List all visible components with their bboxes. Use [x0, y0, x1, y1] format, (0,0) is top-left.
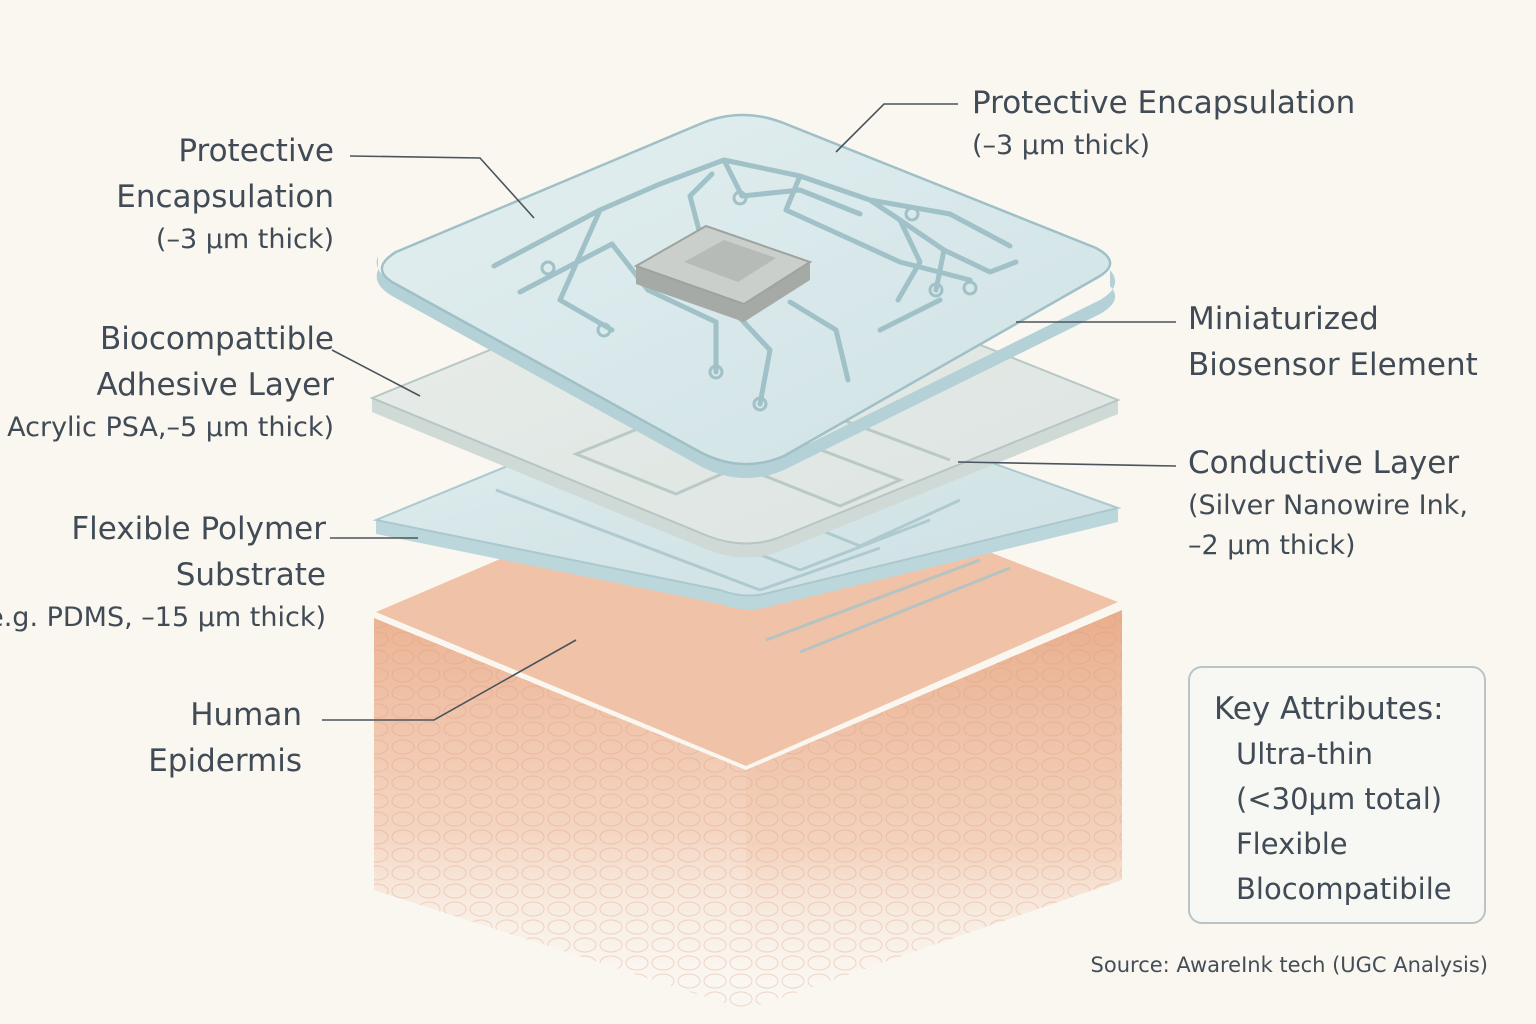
biosensor-circuit: [491, 157, 1019, 407]
label-top-encapsulation: Protective Encapsulation (–3 μm thick): [972, 80, 1355, 166]
label-top-encapsulation-title: Protective Encapsulation: [972, 85, 1356, 121]
encapsulation-layer: [376, 113, 1116, 479]
label-left-encapsulation-line1: Protective: [178, 133, 334, 169]
label-epidermis-line1: Human: [190, 697, 302, 733]
biosensor-chip: [633, 224, 813, 322]
label-biosensor: Miniaturized Biosensor Element: [1188, 296, 1478, 388]
label-substrate: Flexible Polymer Substrate (e.g. PDMS, –…: [0, 506, 326, 638]
circuit-pad: [752, 396, 768, 412]
circuit-pad: [708, 364, 724, 380]
label-adhesive-detail: (e.g. Acrylic PSA,–5 μm thick): [0, 412, 334, 443]
label-left-encapsulation-detail: (–3 μm thick): [155, 224, 334, 255]
label-left-encapsulation-line2: Encapsulation: [116, 179, 334, 215]
skin-texture: [374, 610, 1122, 1010]
leader-line-conductive: [957, 461, 1177, 467]
label-adhesive-layer: Biocompattible Adhesive Layer (e.g. Acry…: [0, 316, 334, 448]
label-biosensor-line2: Biosensor Element: [1188, 347, 1478, 383]
label-top-encapsulation-detail: (–3 μm thick): [972, 130, 1151, 161]
leader-line-adhesive: [331, 349, 421, 397]
label-biosensor-line1: Miniaturized: [1188, 301, 1379, 337]
key-attribute-item: (<30μm total): [1236, 782, 1443, 816]
key-attributes-title: Key Attributes:: [1214, 691, 1444, 727]
leader-line-top-encapsulation: [835, 103, 958, 153]
label-substrate-detail: (e.g. PDMS, –15 μm thick): [0, 602, 326, 633]
label-substrate-line2: Substrate: [175, 557, 326, 593]
circuit-pad: [904, 206, 920, 222]
encapsulation-edge: [376, 256, 1116, 479]
circuit-pad: [596, 322, 612, 338]
key-attributes-box: Key Attributes: Ultra-thin (<30μm total)…: [1188, 666, 1486, 924]
chip-side: [636, 262, 810, 322]
label-conductive-line3: –2 μm thick): [1188, 530, 1356, 561]
label-adhesive-line2: Adhesive Layer: [96, 367, 334, 403]
source-note: Source: AwareInk tech (UGC Analysis): [1090, 953, 1488, 977]
label-adhesive-line1: Biocompattible: [99, 321, 334, 357]
label-epidermis-line2: Epidermis: [148, 743, 302, 779]
label-left-encapsulation: Protective Encapsulation (–3 μm thick): [116, 128, 334, 260]
circuit-pad: [928, 282, 944, 298]
label-conductive-layer: Conductive Layer (Silver Nanowire Ink, –…: [1188, 440, 1468, 566]
key-attributes-list: Ultra-thin (<30μm total) Flexible Blocom…: [1236, 732, 1484, 912]
circuit-pad: [732, 190, 748, 206]
label-conductive-line1: Conductive Layer: [1188, 445, 1460, 481]
key-attribute-item: Flexible: [1236, 827, 1348, 861]
label-substrate-line1: Flexible Polymer: [71, 511, 326, 547]
key-attribute-item: Ultra-thin: [1236, 737, 1373, 771]
chip-die: [684, 240, 776, 282]
key-attribute-item: Blocompatibile: [1236, 872, 1452, 906]
circuit-pad: [540, 260, 556, 276]
label-conductive-line2: (Silver Nanowire Ink,: [1188, 490, 1468, 521]
leader-line-epidermis: [322, 639, 577, 721]
leader-line-left-encapsulation: [349, 155, 535, 219]
label-epidermis: Human Epidermis: [148, 692, 302, 784]
circuit-pad: [962, 280, 978, 296]
